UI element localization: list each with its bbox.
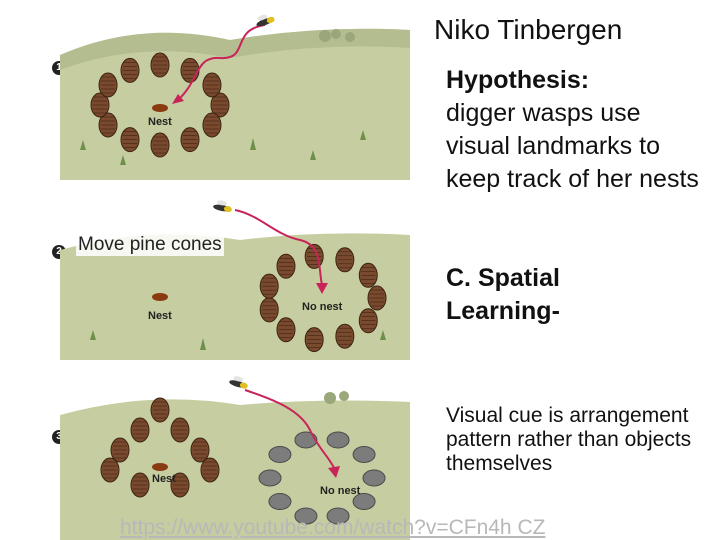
pine-cone-icon: [170, 472, 190, 498]
cone-ring: [90, 52, 230, 158]
pine-cone-icon: [335, 323, 355, 349]
nest-label: Nest: [148, 116, 172, 128]
tree-icon: [319, 29, 355, 42]
wasp-icon: [256, 14, 275, 27]
spatial-learning-heading: C. Spatial Learning-: [446, 264, 560, 325]
pine-cone-icon: [190, 437, 210, 463]
flight-path-arrow: [244, 389, 336, 471]
pine-cone-icon: [202, 112, 222, 138]
pine-cone-icon: [180, 127, 200, 153]
pine-cone-icon: [200, 457, 220, 483]
hypothesis-heading: Hypothesis:: [446, 66, 590, 94]
illustration-panel-1: Nest: [60, 0, 410, 180]
pine-cone-icon: [90, 92, 110, 118]
illustration-panel-3: Nest No nest: [60, 370, 410, 540]
tree-icon: [324, 391, 349, 404]
nest-label: Nest: [152, 473, 176, 485]
youtube-link[interactable]: https://www.youtube.com/watch?v=CFn4h CZ: [120, 516, 546, 539]
stone-icon: [294, 507, 318, 525]
flight-path-arrow: [177, 24, 266, 101]
stone-icon: [294, 431, 318, 449]
pine-cone-icon: [130, 472, 150, 498]
pine-cone-icon: [120, 57, 140, 83]
wasp-icon: [213, 200, 232, 213]
visual-cue-text: Visual cue is arrangement pattern rather…: [446, 404, 692, 475]
stone-icon: [362, 469, 386, 487]
nest-hole-icon: [152, 293, 168, 301]
pine-cone-icon: [259, 297, 279, 323]
pine-cone-icon: [202, 72, 222, 98]
stone-icon: [326, 431, 350, 449]
pine-cone-icon: [150, 397, 170, 423]
pine-cone-icon: [259, 273, 279, 299]
no-nest-label: No nest: [320, 485, 361, 497]
grass: [80, 130, 366, 165]
cone-ring: [259, 243, 387, 353]
stone-icon: [326, 507, 350, 525]
pine-cone-icon: [170, 417, 190, 443]
wasp-icon: [229, 376, 248, 389]
nest-label: Nest: [148, 310, 172, 322]
stone-icon: [258, 469, 282, 487]
pine-cone-icon: [98, 72, 118, 98]
no-nest-label: No nest: [302, 301, 343, 313]
stone-icon: [268, 445, 292, 463]
pine-cone-icon: [358, 262, 378, 288]
pine-cone-icon: [210, 92, 230, 118]
pine-cone-icon: [367, 285, 387, 311]
pine-cone-icon: [120, 127, 140, 153]
stone-icon: [268, 493, 292, 511]
stone-ring: [258, 431, 386, 525]
hypothesis-body: digger wasps use visual landmarks to kee…: [446, 99, 699, 193]
pine-cone-icon: [150, 52, 170, 78]
slide-title: Niko Tinbergen: [434, 14, 623, 45]
stone-icon: [352, 445, 376, 463]
stone-icon: [352, 493, 376, 511]
illustration-panel-2: Nest No nest: [60, 190, 410, 360]
pine-cone-icon: [335, 247, 355, 273]
flight-path-arrow: [234, 209, 323, 286]
nest-hole-icon: [152, 463, 168, 471]
pine-cone-icon: [150, 132, 170, 158]
pine-cone-icon: [304, 327, 324, 353]
pine-cone-icon: [100, 457, 120, 483]
pine-cone-icon: [276, 317, 296, 343]
pine-cone-icon: [110, 437, 130, 463]
nest-hole-icon: [152, 104, 168, 112]
pine-cone-icon: [276, 253, 296, 279]
pine-cone-icon: [180, 57, 200, 83]
pine-cone-icon: [130, 417, 150, 443]
pine-cone-icon: [98, 112, 118, 138]
hypothesis-text: Hypothesis: digger wasps use visual land…: [446, 64, 711, 196]
pine-cone-icon: [358, 308, 378, 334]
cone-ring: [100, 397, 220, 498]
move-pine-cones-label: Move pine cones: [76, 234, 224, 256]
